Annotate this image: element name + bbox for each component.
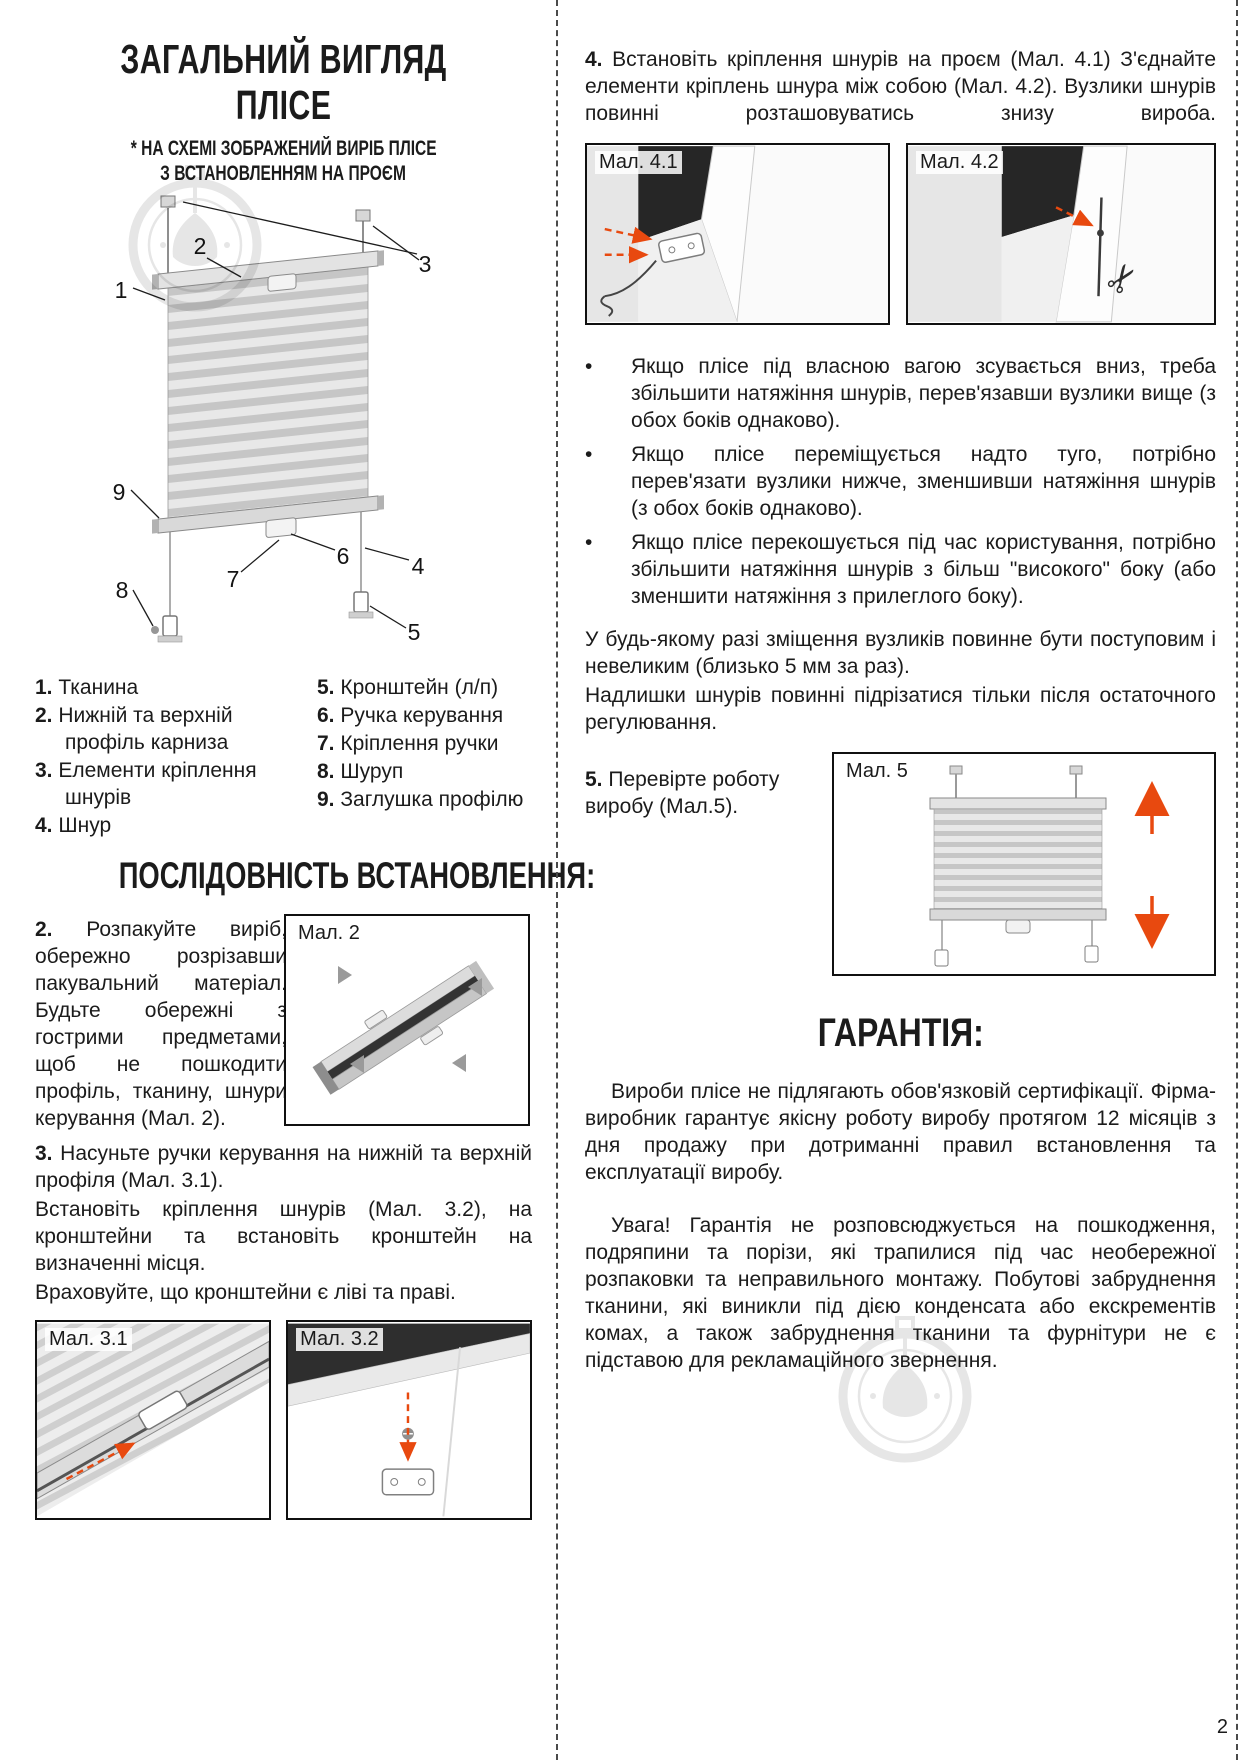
step-2-number: 2.	[35, 918, 53, 941]
figures-3-row: Мал. 3.1 Мал. 3.2	[35, 1320, 532, 1520]
figure-4-1-illustration	[587, 145, 889, 323]
figure-5-label: Мал. 5	[842, 760, 912, 783]
figure-4-2-illustration: ✂	[908, 145, 1214, 323]
step-3-number: 3.	[35, 1142, 53, 1165]
warranty-text-2: Увага! Гарантія не розповсюджується на п…	[585, 1214, 1216, 1372]
figure-2-label: Мал. 2	[294, 922, 364, 945]
figures-4-row: Мал. 4.1	[585, 143, 1216, 325]
callout-number-9: 9	[113, 479, 126, 505]
cord-knot	[1097, 229, 1104, 237]
screw-icon	[151, 626, 159, 634]
legend-column-1: 1. Тканина 2. Нижній та верхній профіль …	[35, 674, 307, 840]
page-subtitle-line2: З ВСТАНОВЛЕННЯМ НА ПРОЄМ	[160, 162, 407, 185]
step-2: 2. Розпакуйте виріб, обережно розрізавши…	[35, 914, 532, 1130]
page-title-line1: ЗАГАЛЬНИЙ ВИГЛЯД	[120, 36, 447, 82]
page-number: 2	[1216, 1716, 1228, 1738]
parts-legend: 1. Тканина 2. Нижній та верхній профіль …	[35, 674, 532, 840]
cord-fixing-left	[160, 195, 176, 273]
callout-number-3: 3	[419, 251, 432, 277]
figure-3-2-illustration	[288, 1323, 530, 1517]
bullet-dot: •	[585, 531, 593, 554]
legend-item: 1. Тканина	[35, 676, 139, 699]
left-column: ЗАГАЛЬНИЙ ВИГЛЯД ПЛІСЕ * НА СХЕМІ ЗОБРАЖ…	[35, 36, 596, 1520]
legend-item: 7. Кріплення ручки	[317, 732, 499, 755]
step-3-text-3: Враховуйте, що кронштейни є ліві та прав…	[35, 1281, 456, 1304]
step-4-text: 4. Встановіть кріплення шнурів на проєм …	[585, 48, 1216, 125]
product-diagram: 1 2 3 4 5 6 7 8 9	[35, 188, 532, 670]
install-section-title: ПОСЛІДОВНІСТЬ ВСТАНОВЛЕННЯ:	[118, 855, 596, 896]
pleated-fabric	[167, 266, 369, 519]
callout-number-1: 1	[115, 277, 128, 303]
page-subtitle-line1: * НА СХЕМІ ЗОБРАЖЕНИЙ ВИРІБ ПЛІСЕ	[130, 137, 437, 160]
legend-item: 2. Нижній та верхній профіль карниза	[35, 704, 233, 754]
step-2-text: 2. Розпакуйте виріб, обережно розрізавши…	[35, 918, 287, 1130]
page-edge-separator	[1236, 0, 1238, 1760]
legend-item: 9. Заглушка профілю	[317, 788, 524, 811]
callout-number-8: 8	[116, 577, 129, 603]
step-4-number: 4.	[585, 48, 603, 71]
figure-3-2: Мал. 3.2	[286, 1320, 532, 1520]
list-item: • Якщо плісе під власною вагою зсуваєтьс…	[585, 355, 1216, 432]
profile-end-cap	[152, 519, 158, 534]
legend-column-2: 5. Кронштейн (л/п) 6. Ручка керування 7.…	[317, 674, 532, 840]
legend-item: 3. Елементи кріплення шнурів	[35, 759, 257, 809]
callout-number-7: 7	[227, 566, 240, 592]
page-title: ЗАГАЛЬНИЙ ВИГЛЯД ПЛІСЕ	[35, 36, 532, 128]
page-title-line2: ПЛІСЕ	[235, 82, 332, 128]
cord	[1097, 197, 1103, 297]
top-handle	[267, 273, 297, 292]
figure-4-1: Мал. 4.1	[585, 143, 891, 325]
bracket-right	[348, 591, 374, 619]
column-separator	[556, 0, 558, 1760]
warranty-text-1: Вироби плісе не підлягають обов'язковій …	[585, 1080, 1216, 1184]
figure-3-2-label: Мал. 3.2	[296, 1328, 383, 1351]
step-5-text: 5. Перевірте роботу виробу (Мал.5).	[585, 768, 780, 818]
bracket-left	[157, 615, 183, 643]
legend-item: 8. Шуруп	[317, 760, 404, 783]
bullet-dot: •	[585, 355, 593, 378]
callout-number-4: 4	[412, 553, 425, 579]
figure-4-2: Мал. 4.2 ✂	[906, 143, 1216, 325]
figure-3-1-label: Мал. 3.1	[45, 1328, 132, 1351]
cord-bracket	[658, 232, 706, 263]
cord-fixing-right	[355, 209, 371, 252]
figure-2-illustration	[312, 960, 495, 1095]
legend-item: 4. Шнур	[35, 814, 112, 837]
bottom-handle	[265, 517, 297, 538]
figure-4-1-label: Мал. 4.1	[595, 151, 682, 174]
legend-item: 5. Кронштейн (л/п)	[317, 676, 499, 699]
step-5: 5. Перевірте роботу виробу (Мал.5). Мал.…	[585, 752, 1216, 984]
adjustment-tips-list: • Якщо плісе під власною вагою зсуваєтьс…	[585, 353, 1216, 610]
callout-number-5: 5	[408, 619, 421, 645]
step-5-number: 5.	[585, 768, 603, 791]
legend-item: 6. Ручка керування	[317, 704, 504, 727]
figure-5: Мал. 5	[832, 752, 1216, 976]
warranty-section-title: ГАРАНТІЯ:	[817, 1011, 984, 1055]
list-item: • Якщо плісе перекошується під час корис…	[585, 531, 1216, 608]
step-3-text-1: 3. Насуньте ручки керування на нижній та…	[35, 1142, 532, 1192]
callout-number-2: 2	[194, 233, 207, 259]
figure-3-1-illustration	[37, 1323, 270, 1517]
figure-4-2-label: Мал. 4.2	[916, 151, 1003, 174]
note-text-1: У будь-якому разі зміщення вузликів пови…	[585, 628, 1216, 678]
bullet-dot: •	[585, 443, 593, 466]
page-subtitle: * НА СХЕМІ ЗОБРАЖЕНИЙ ВИРІБ ПЛІСЕ З ВСТА…	[35, 136, 532, 186]
list-item: • Якщо плісе переміщується надто туго, п…	[585, 443, 1216, 520]
callout-number-6: 6	[337, 543, 350, 569]
figure-3-1: Мал. 3.1	[35, 1320, 272, 1520]
step-3-text-2: Встановіть кріплення шнурів (Мал. 3.2), …	[35, 1198, 532, 1275]
step-3: 3. Насуньте ручки керування на нижній та…	[35, 1140, 532, 1306]
note-text-2: Надлишки шнурів повинні підрізатися тіль…	[585, 684, 1216, 734]
profile-end-cap	[152, 274, 158, 290]
figure-5-illustration	[929, 765, 1170, 967]
right-column: 4. Встановіть кріплення шнурів на проєм …	[585, 46, 1216, 1374]
pleated-blind-diagram: 1 2 3 4 5 6 7 8 9	[113, 195, 432, 645]
figure-2: Мал. 2	[284, 914, 530, 1126]
